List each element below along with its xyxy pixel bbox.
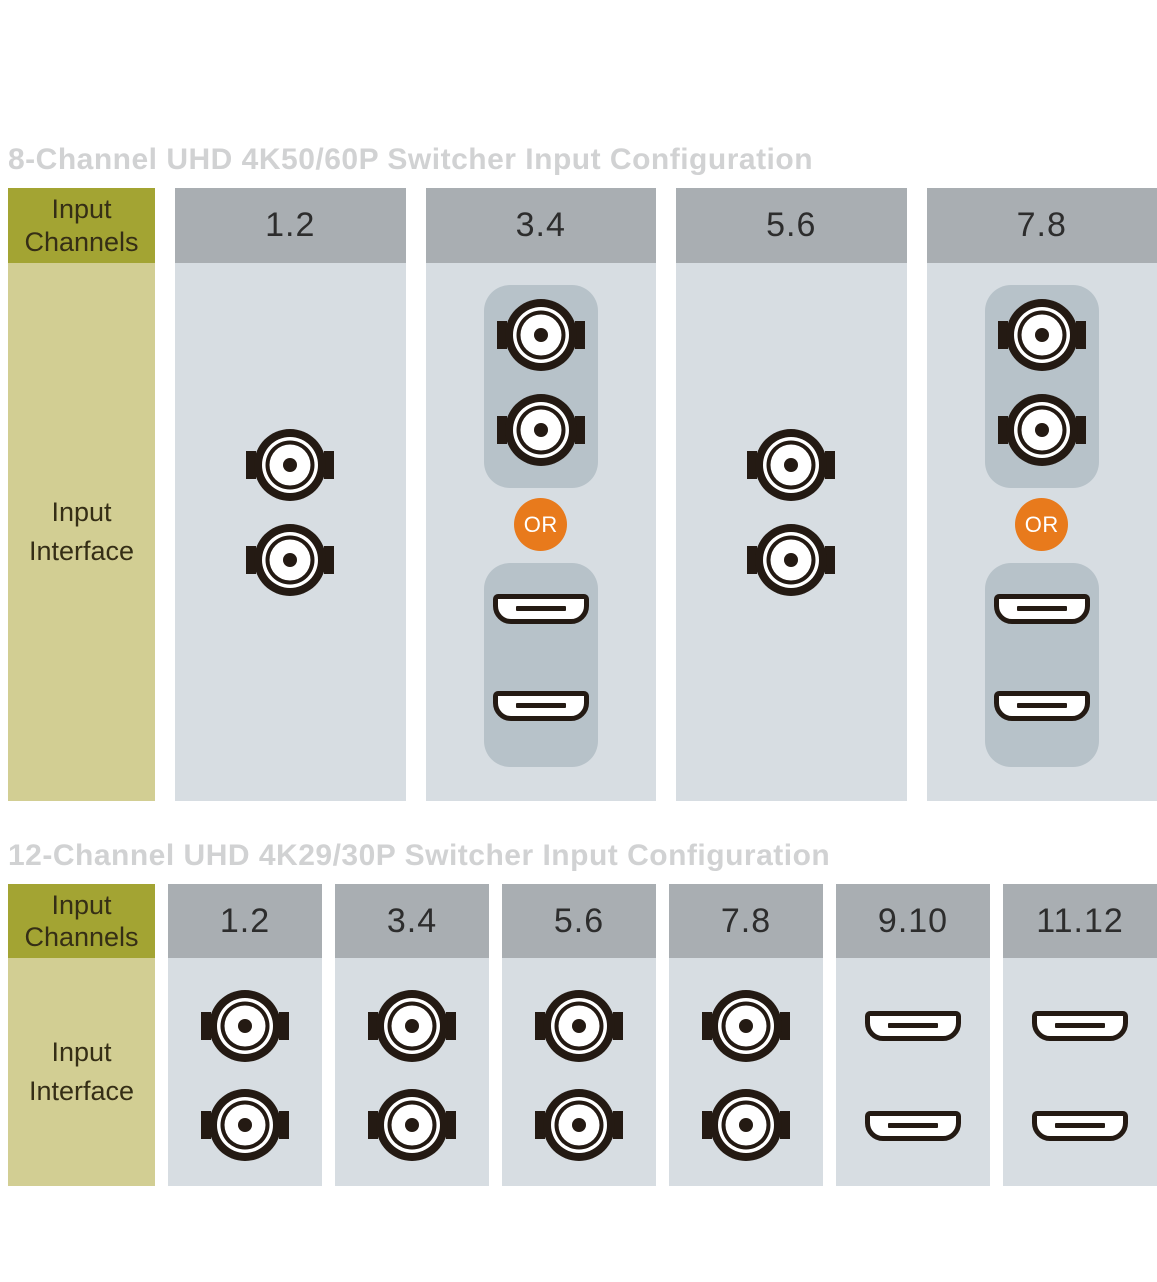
section-8-channel: 8-Channel UHD 4K50/60P Switcher Input Co… — [8, 143, 1157, 801]
hdmi-port-icon — [865, 1011, 961, 1043]
column-header-1-2: 1.2 — [168, 884, 322, 958]
column-header-9-10: 9.10 — [836, 884, 990, 958]
column-header-11-12: 11.12 — [1003, 884, 1157, 958]
section-12-channel-title: 12-Channel UHD 4K29/30P Switcher Input C… — [8, 839, 831, 872]
hdmi-port-icon — [493, 594, 589, 626]
column-channels-11-12: 11.12 — [1003, 884, 1157, 1186]
hdmi-port-icon — [1032, 1111, 1128, 1143]
input-interface-label: Input Interface — [8, 958, 155, 1186]
bnc-connector-icon — [368, 990, 456, 1062]
column-body-9-10 — [836, 958, 990, 1186]
column-channels-1-2: 1.2 — [168, 884, 322, 1186]
hdmi-port-icon — [493, 691, 589, 723]
bnc-connector-icon — [747, 524, 836, 596]
bnc-connector-icon — [201, 1089, 289, 1161]
section-12-channel: 12-Channel UHD 4K29/30P Switcher Input C… — [8, 839, 1157, 1186]
column-channels-1-2: 1.2 — [175, 188, 406, 801]
section-8-channel-title: 8-Channel UHD 4K50/60P Switcher Input Co… — [8, 143, 814, 176]
bnc-connector-icon — [702, 990, 790, 1062]
column-channels-3-4: 3.4 — [335, 884, 489, 1186]
column-header-7-8: 7.8 — [926, 188, 1157, 263]
column-body-1-2 — [175, 263, 406, 801]
bnc-connector-icon — [496, 299, 585, 371]
bnc-connector-icon — [747, 429, 836, 501]
column-header-5-6: 5.6 — [676, 188, 907, 263]
column-channels-7-8: 7.8 — [669, 884, 823, 1186]
bnc-connector-icon — [246, 429, 335, 501]
column-body-7-8: OR — [926, 263, 1157, 801]
column-header-5-6: 5.6 — [502, 884, 656, 958]
column-body-5-6 — [676, 263, 907, 801]
hdmi-option-group — [984, 563, 1099, 767]
column-body-5-6 — [502, 958, 656, 1186]
bnc-connector-icon — [702, 1089, 790, 1161]
sdi-option-group — [483, 285, 598, 488]
table-12-channel: Input Channels Input Interface 1.2 3.4 5… — [8, 884, 1157, 1186]
column-channels-5-6: 5.6 — [502, 884, 656, 1186]
table-8-channel: Input Channels Input Interface 1.2 3.4 — [8, 188, 1157, 801]
column-channels-5-6: 5.6 — [676, 188, 907, 801]
column-body-3-4: OR — [425, 263, 656, 801]
bnc-connector-icon — [368, 1089, 456, 1161]
column-channels-3-4: 3.4 OR — [425, 188, 656, 801]
input-interface-label: Input Interface — [8, 263, 155, 801]
input-channels-header: Input Channels — [8, 188, 155, 263]
bnc-connector-icon — [201, 990, 289, 1062]
bnc-connector-icon — [535, 990, 623, 1062]
or-badge: OR — [514, 498, 568, 551]
hdmi-port-icon — [1032, 1011, 1128, 1043]
bnc-connector-icon — [246, 524, 335, 596]
sdi-option-group — [984, 285, 1099, 488]
column-channels-7-8: 7.8 OR — [926, 188, 1157, 801]
column-body-1-2 — [168, 958, 322, 1186]
column-header-3-4: 3.4 — [335, 884, 489, 958]
column-header-3-4: 3.4 — [425, 188, 656, 263]
column-body-11-12 — [1003, 958, 1157, 1186]
column-header-1-2: 1.2 — [175, 188, 406, 263]
row-header-column: Input Channels Input Interface — [8, 884, 155, 1186]
hdmi-port-icon — [994, 594, 1090, 626]
column-body-7-8 — [669, 958, 823, 1186]
column-header-7-8: 7.8 — [669, 884, 823, 958]
or-badge: OR — [1015, 498, 1069, 551]
column-channels-9-10: 9.10 — [836, 884, 990, 1186]
column-body-3-4 — [335, 958, 489, 1186]
bnc-connector-icon — [496, 394, 585, 466]
input-channels-header: Input Channels — [8, 884, 155, 958]
bnc-connector-icon — [535, 1089, 623, 1161]
bnc-connector-icon — [997, 299, 1086, 371]
hdmi-port-icon — [865, 1111, 961, 1143]
row-header-column: Input Channels Input Interface — [8, 188, 155, 801]
bnc-connector-icon — [997, 394, 1086, 466]
hdmi-port-icon — [994, 691, 1090, 723]
hdmi-option-group — [483, 563, 598, 767]
